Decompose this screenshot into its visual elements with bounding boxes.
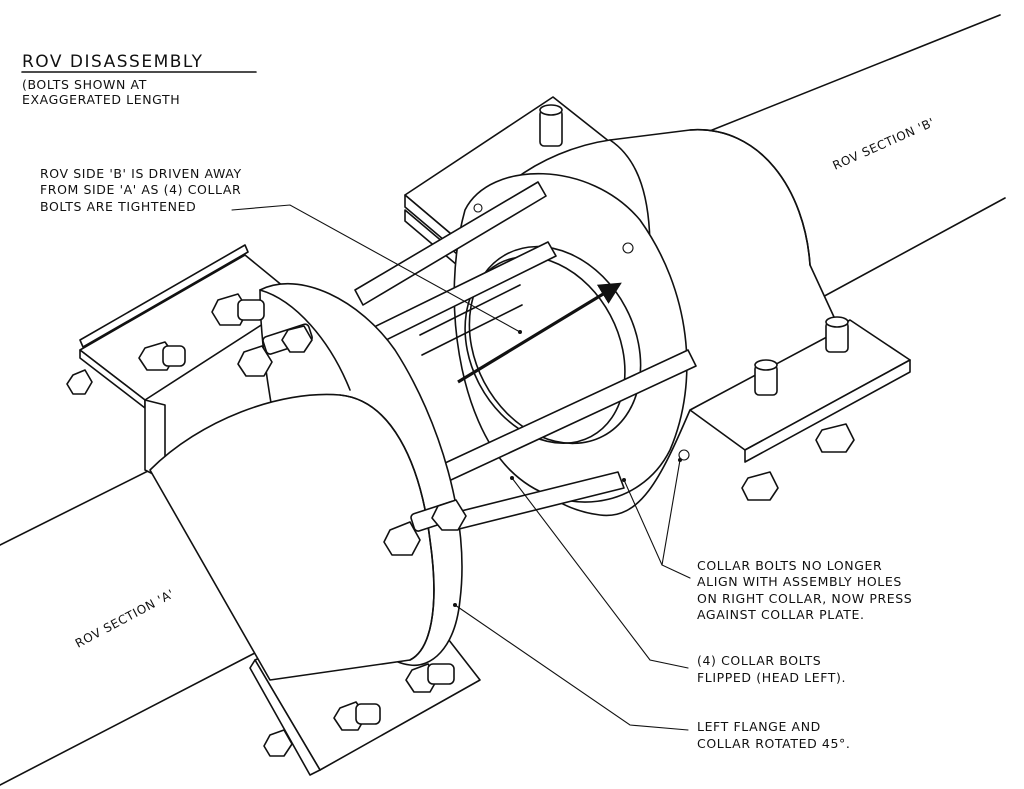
note-line: COLLAR ROTATED 45°.: [697, 736, 850, 751]
hex-nut-icon: [263, 729, 293, 757]
hex-bolt-icon: [754, 359, 778, 396]
hex-bolt-icon: [539, 104, 563, 147]
hex-bolt-icon: [333, 701, 381, 731]
hex-nut-icon: [815, 423, 855, 453]
flipped-bolts-note: (4) COLLAR BOLTS FLIPPED (HEAD LEFT).: [697, 653, 846, 685]
right-collar-bottom-plate: [689, 319, 911, 463]
hex-bolt-icon: [405, 663, 455, 693]
hex-bolt-icon: [138, 341, 186, 371]
flange-note: LEFT FLANGE AND COLLAR ROTATED 45°.: [697, 719, 850, 751]
note-line: BOLTS ARE TIGHTENED: [40, 199, 196, 214]
hex-bolt-icon: [237, 323, 313, 377]
note-line: FLIPPED (HEAD LEFT).: [697, 670, 846, 685]
note-line: ROV SIDE 'B' IS DRIVEN AWAY: [40, 166, 242, 181]
collar-bolt-rods: [354, 181, 697, 532]
hex-bolt-icon: [383, 499, 467, 556]
note-line: AGAINST COLLAR PLATE.: [697, 607, 865, 622]
section-b-label: ROV SECTION 'B': [831, 115, 937, 173]
drive-direction-arrow: [457, 282, 622, 384]
right-collar-bolts: [539, 104, 855, 501]
subtitle-line-2: EXAGGERATED LENGTH: [22, 92, 180, 107]
hex-nut-icon: [66, 369, 93, 395]
hex-nut-icon: [741, 471, 779, 501]
note-line: ON RIGHT COLLAR, NOW PRESS: [697, 591, 912, 606]
left-collar-body: [149, 393, 435, 681]
note-line: (4) COLLAR BOLTS: [697, 653, 821, 668]
title-block: ROV DISASSEMBLY (BOLTS SHOWN AT EXAGGERA…: [21, 52, 257, 107]
collar-bolts-note: COLLAR BOLTS NO LONGER ALIGN WITH ASSEMB…: [697, 558, 912, 622]
note-line: COLLAR BOLTS NO LONGER: [697, 558, 882, 573]
note-line: LEFT FLANGE AND: [697, 719, 821, 734]
hex-bolt-icon: [825, 316, 849, 353]
left-collar-bolts: [66, 293, 467, 757]
subtitle-line-1: (BOLTS SHOWN AT: [22, 77, 147, 92]
driven-note: ROV SIDE 'B' IS DRIVEN AWAY FROM SIDE 'A…: [40, 166, 242, 214]
diagram-title: ROV DISASSEMBLY: [22, 52, 204, 72]
note-line: ALIGN WITH ASSEMBLY HOLES: [697, 574, 902, 589]
hex-bolt-icon: [211, 293, 265, 326]
note-line: FROM SIDE 'A' AS (4) COLLAR: [40, 182, 241, 197]
leader-lines: [231, 204, 691, 731]
